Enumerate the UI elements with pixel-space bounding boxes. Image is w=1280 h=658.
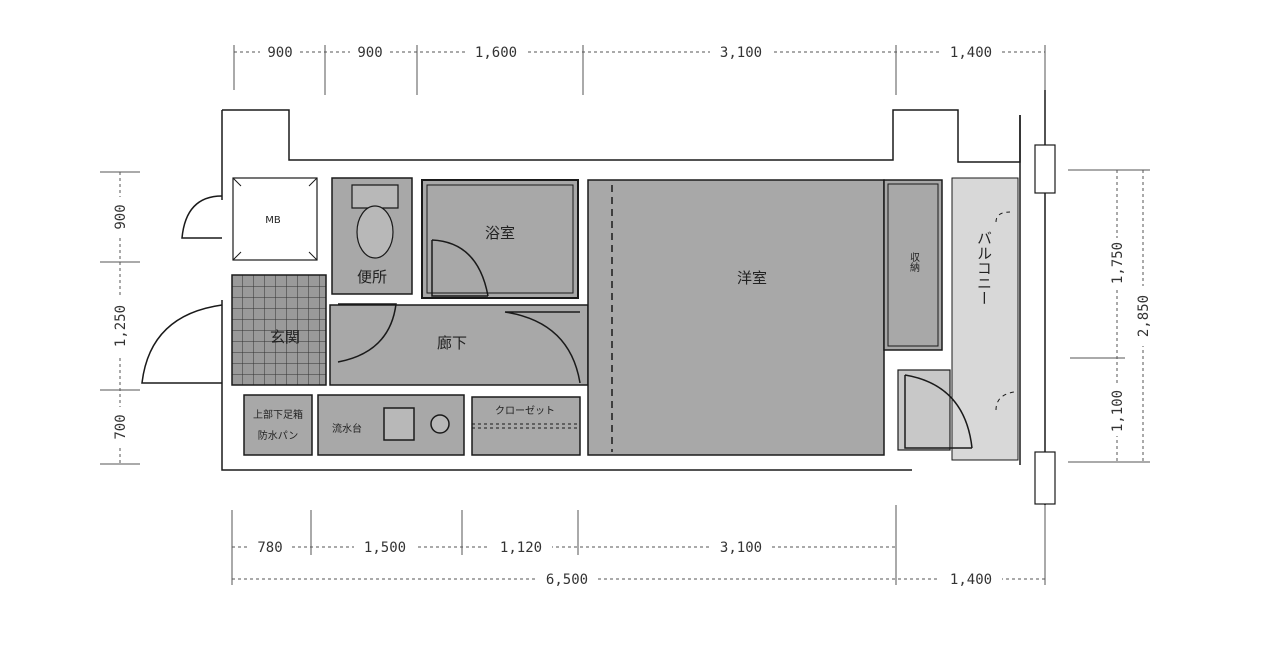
left-dim-2: 1,250: [113, 305, 129, 347]
column-marker-top: [1034, 144, 1056, 194]
toilet-fixture-icon: [356, 205, 394, 259]
mb-label: MB: [265, 215, 281, 226]
stove-burner-icon: [430, 414, 450, 434]
washer-label-top: 上部下足箱: [253, 408, 303, 421]
balcony-area: [951, 177, 1019, 461]
closet-area: [471, 396, 581, 456]
top-dim-5: 1,400: [950, 45, 992, 61]
bottom-dim-3: 1,120: [500, 540, 542, 556]
bottom-dim-1: 780: [257, 540, 282, 556]
storage-room: [883, 179, 943, 351]
hallway-label: 廊下: [437, 334, 467, 352]
balcony-mark-top: [995, 211, 1011, 223]
top-dim-1: 900: [267, 45, 292, 61]
storage-label: 収納: [908, 252, 920, 273]
door-swings: [141, 195, 973, 449]
bath-door-icon: [431, 239, 489, 297]
toilet-door-icon: [337, 303, 397, 363]
balcony-label: バルコニー: [975, 231, 993, 306]
column-marker-bottom: [1034, 451, 1056, 505]
landing-area: [897, 369, 951, 451]
top-dim-4: 3,100: [720, 45, 762, 61]
mb-room: [232, 177, 318, 261]
top-dim-3: 1,600: [475, 45, 517, 61]
right-dim-2: 1,100: [1110, 390, 1126, 432]
western-room: [587, 179, 885, 456]
entrance-area: [231, 274, 327, 386]
closet-label: クローゼット: [495, 405, 555, 417]
bottom-dim-total: 6,500: [546, 572, 588, 588]
top-dim-2: 900: [357, 45, 382, 61]
bottom-dim-2: 1,500: [364, 540, 406, 556]
bottom-dim-4: 3,100: [720, 540, 762, 556]
washer-area: [243, 394, 313, 456]
left-dim-1: 900: [113, 204, 129, 229]
hallway-area: [329, 304, 589, 386]
sink-label: 流水台: [332, 422, 362, 435]
balcony-door-icon: [904, 374, 973, 449]
bottom-dim-balcony: 1,400: [950, 572, 992, 588]
left-dim-3: 700: [113, 414, 129, 439]
bath-room: [421, 179, 579, 299]
washer-label-bottom: 防水パン: [258, 429, 299, 442]
right-dim-total: 2,850: [1136, 295, 1152, 337]
sink-icon: [383, 407, 415, 441]
entrance-label: 玄関: [270, 328, 300, 346]
bottom-dimension-line: [231, 505, 1046, 585]
entrance-door-icon: [141, 304, 223, 384]
balcony-mark-bottom: [995, 391, 1015, 411]
top-dimension-line: [233, 45, 1046, 95]
western-room-label: 洋室: [737, 269, 767, 287]
bath-label: 浴室: [485, 224, 515, 242]
western-door-icon: [504, 311, 581, 384]
toilet-label: 便所: [357, 268, 387, 286]
right-dim-1: 1,750: [1110, 242, 1126, 284]
mb-door-icon: [181, 195, 223, 239]
